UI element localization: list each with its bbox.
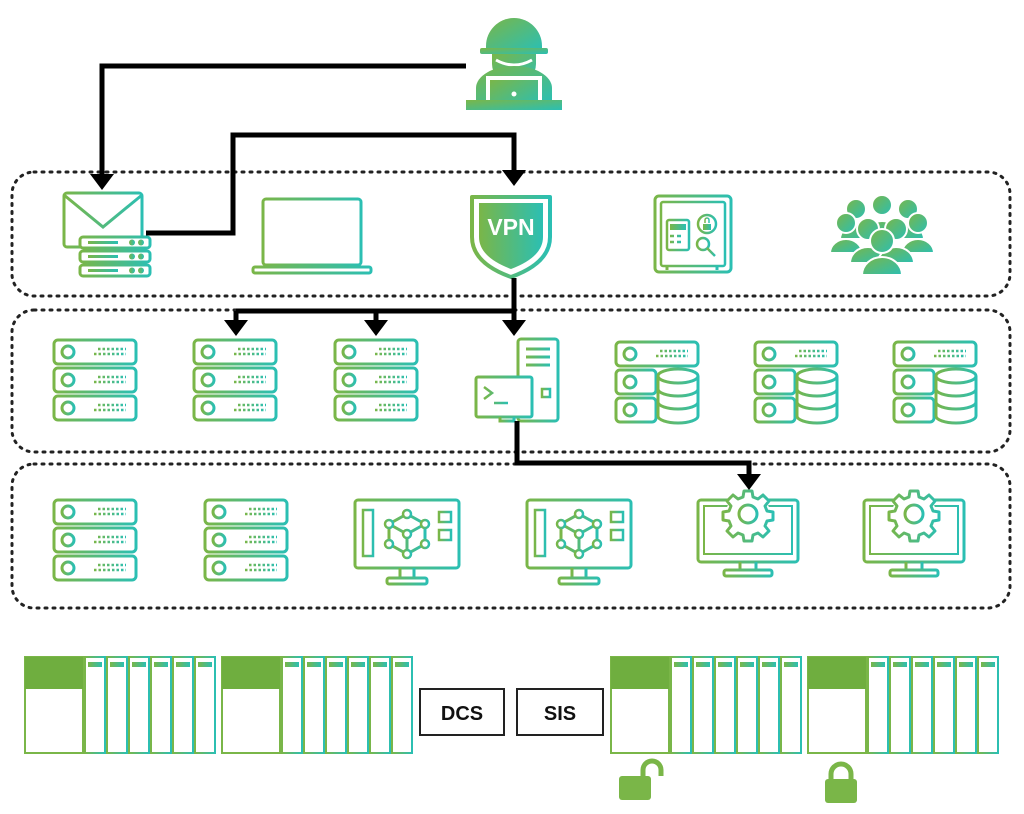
zone-enterprise — [10, 170, 1012, 298]
mail-server-icon — [62, 191, 152, 278]
safe-icon — [653, 194, 733, 274]
sis-label: SIS — [544, 703, 576, 725]
database-server-icon — [753, 340, 839, 425]
database-server-icon — [892, 340, 978, 425]
controller-rack-icon — [221, 656, 413, 754]
vpn-shield-icon: VPN — [470, 195, 552, 279]
arrow-head — [224, 320, 248, 336]
vpn-label: VPN — [487, 214, 534, 240]
engineering-workstation-icon — [353, 498, 461, 586]
server-rack-icon — [52, 338, 138, 422]
arrow-heads — [90, 170, 761, 490]
arrow-attacker-to-mail — [99, 63, 466, 176]
terminal-workstation-icon — [474, 337, 560, 423]
arrow-head — [90, 174, 114, 190]
database-server-icon — [614, 340, 700, 425]
controller-rack-icon — [610, 656, 802, 754]
hacker-icon — [466, 18, 562, 110]
attack-path-arrows — [99, 63, 752, 478]
dcs-label-box: DCS — [419, 688, 505, 736]
laptop-icon — [251, 197, 373, 275]
locked-padlock-icon — [825, 761, 857, 803]
control-monitor-icon — [862, 489, 966, 578]
user-group-icon — [828, 194, 936, 276]
arrow-head — [502, 170, 526, 186]
arrow-head — [737, 474, 761, 490]
arrow-mail-to-vpn — [146, 132, 517, 236]
server-rack-icon — [333, 338, 419, 422]
dcs-label: DCS — [441, 703, 483, 725]
zone-control — [10, 462, 1012, 610]
controller-rack-icon — [807, 656, 999, 754]
server-rack-icon — [203, 498, 289, 582]
sis-label-box: SIS — [516, 688, 604, 736]
arrow-head — [502, 320, 526, 336]
server-rack-icon — [52, 498, 138, 582]
controller-rack-icon — [24, 656, 216, 754]
arrow-head — [364, 320, 388, 336]
arrow-terminal-to-control — [514, 421, 752, 478]
server-rack-icon — [192, 338, 278, 422]
unlocked-padlock-icon — [619, 758, 664, 800]
control-monitor-icon — [696, 489, 800, 578]
engineering-workstation-icon — [525, 498, 633, 586]
